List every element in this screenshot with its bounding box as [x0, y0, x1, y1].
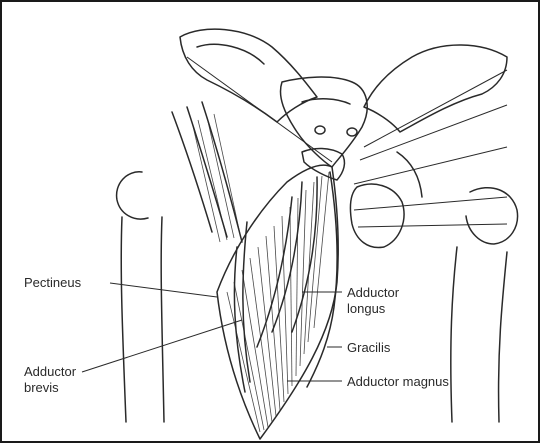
left-ilium-inner [197, 44, 264, 64]
obturator-foramen [350, 184, 404, 247]
gracilis-band [307, 172, 337, 387]
pubic-symphysis [302, 148, 344, 180]
label-gracilis: Gracilis [347, 340, 390, 356]
label-adductor-brevis-line1: Adductor [24, 364, 76, 380]
label-pectineus: Pectineus [24, 275, 81, 291]
left-iliac-crest [180, 29, 317, 122]
right-iliac-crest [364, 45, 507, 132]
left-femur-shaft [121, 217, 126, 422]
label-adductor-longus-line1: Adductor [347, 285, 399, 301]
label-adductor-magnus: Adductor magnus [347, 374, 449, 390]
sacrum [280, 77, 367, 167]
label-adductor-longus: Adductor longus [347, 285, 399, 317]
label-adductor-brevis-line2: brevis [24, 380, 76, 396]
left-femur-head [117, 172, 148, 219]
label-adductor-brevis: Adductor brevis [24, 364, 76, 396]
right-femur-shaft [451, 247, 457, 422]
right-femur-head [466, 188, 518, 244]
label-adductor-longus-line2: longus [347, 301, 399, 317]
